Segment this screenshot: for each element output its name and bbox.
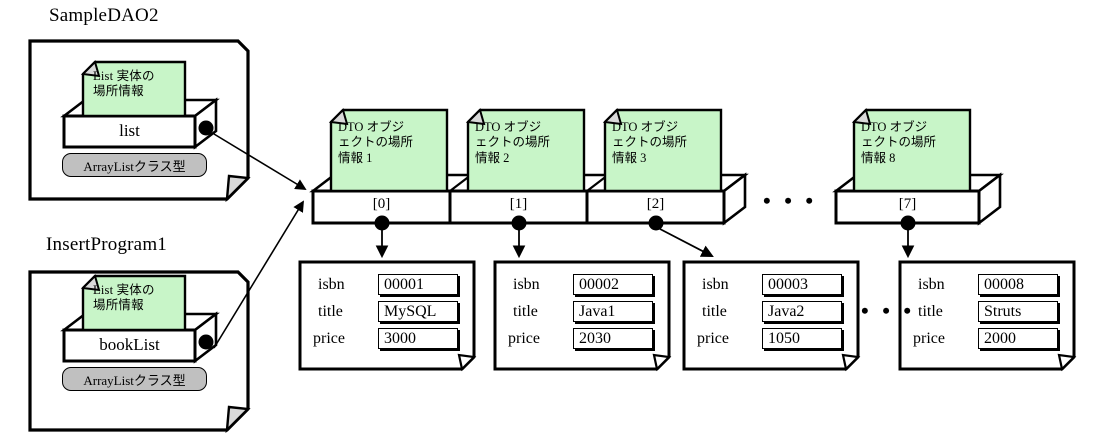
variable-label-list: list bbox=[119, 121, 140, 140]
dto0-value-price: 3000 bbox=[378, 328, 458, 349]
note-text-list: List 実体の 場所情報 bbox=[93, 69, 155, 99]
class-title-insertprogram1: InsertProgram1 bbox=[46, 234, 167, 255]
class-title-sampledao2: SampleDAO2 bbox=[49, 5, 159, 26]
dto3-label-title: title bbox=[918, 303, 943, 320]
arrow-booklist-to-array bbox=[213, 200, 304, 349]
note-text-cell-0: DTO オブジ ェクトの場所 情報 1 bbox=[338, 120, 414, 165]
dto3-value-price: 2000 bbox=[978, 328, 1058, 349]
dto1-value-title: Java1 bbox=[573, 301, 653, 322]
dto3-value-title: Struts bbox=[978, 301, 1058, 322]
dto1-value-isbn: 00002 bbox=[573, 274, 653, 295]
array-index-2: [2] bbox=[646, 196, 665, 212]
variable-label-booklist: bookList bbox=[99, 335, 160, 354]
array-index-0: [0] bbox=[372, 196, 391, 212]
arrow-cell2-to-dto2 bbox=[659, 228, 714, 257]
note-text-cell-1: DTO オブジ ェクトの場所 情報 2 bbox=[475, 120, 551, 165]
dto1-value-price: 2030 bbox=[573, 328, 653, 349]
dto1-label-price: price bbox=[508, 330, 540, 347]
ref-dot-cell-7 bbox=[900, 215, 916, 231]
ref-dot-cell-1 bbox=[511, 215, 527, 231]
dto0-value-title: MySQL bbox=[378, 301, 458, 322]
dto-gap-ellipsis: • • • bbox=[861, 298, 916, 323]
dto1-label-isbn: isbn bbox=[513, 276, 540, 293]
dto2-label-price: price bbox=[697, 330, 729, 347]
note-text-booklist: List 実体の 場所情報 bbox=[93, 283, 155, 313]
dto2-value-price: 1050 bbox=[762, 328, 842, 349]
dto2-label-isbn: isbn bbox=[702, 276, 729, 293]
dto3-value-isbn: 00008 bbox=[978, 274, 1058, 295]
dto2-label-title: title bbox=[702, 303, 727, 320]
note-text-cell-7: DTO オブジ ェクトの場所 情報 8 bbox=[861, 120, 937, 165]
type-pill-list: ArrayListクラス型 bbox=[62, 153, 207, 177]
arrow-list-to-array bbox=[213, 133, 307, 190]
note-text-cell-2: DTO オブジ ェクトの場所 情報 3 bbox=[612, 120, 688, 165]
dto0-label-isbn: isbn bbox=[318, 276, 345, 293]
ref-dot-cell-0 bbox=[374, 215, 390, 231]
dto0-label-price: price bbox=[313, 330, 345, 347]
dto0-value-isbn: 00001 bbox=[378, 274, 458, 295]
ref-dot-cell-2 bbox=[648, 215, 664, 231]
array-gap-ellipsis: • • • bbox=[763, 188, 818, 213]
dto0-label-title: title bbox=[318, 303, 343, 320]
dto3-label-isbn: isbn bbox=[918, 276, 945, 293]
array-index-7: [7] bbox=[898, 196, 917, 212]
dto3-label-price: price bbox=[913, 330, 945, 347]
dto2-value-isbn: 00003 bbox=[762, 274, 842, 295]
dto2-value-title: Java2 bbox=[762, 301, 842, 322]
type-pill-booklist: ArrayListクラス型 bbox=[62, 367, 207, 391]
dto1-label-title: title bbox=[513, 303, 538, 320]
array-index-1: [1] bbox=[509, 196, 528, 212]
